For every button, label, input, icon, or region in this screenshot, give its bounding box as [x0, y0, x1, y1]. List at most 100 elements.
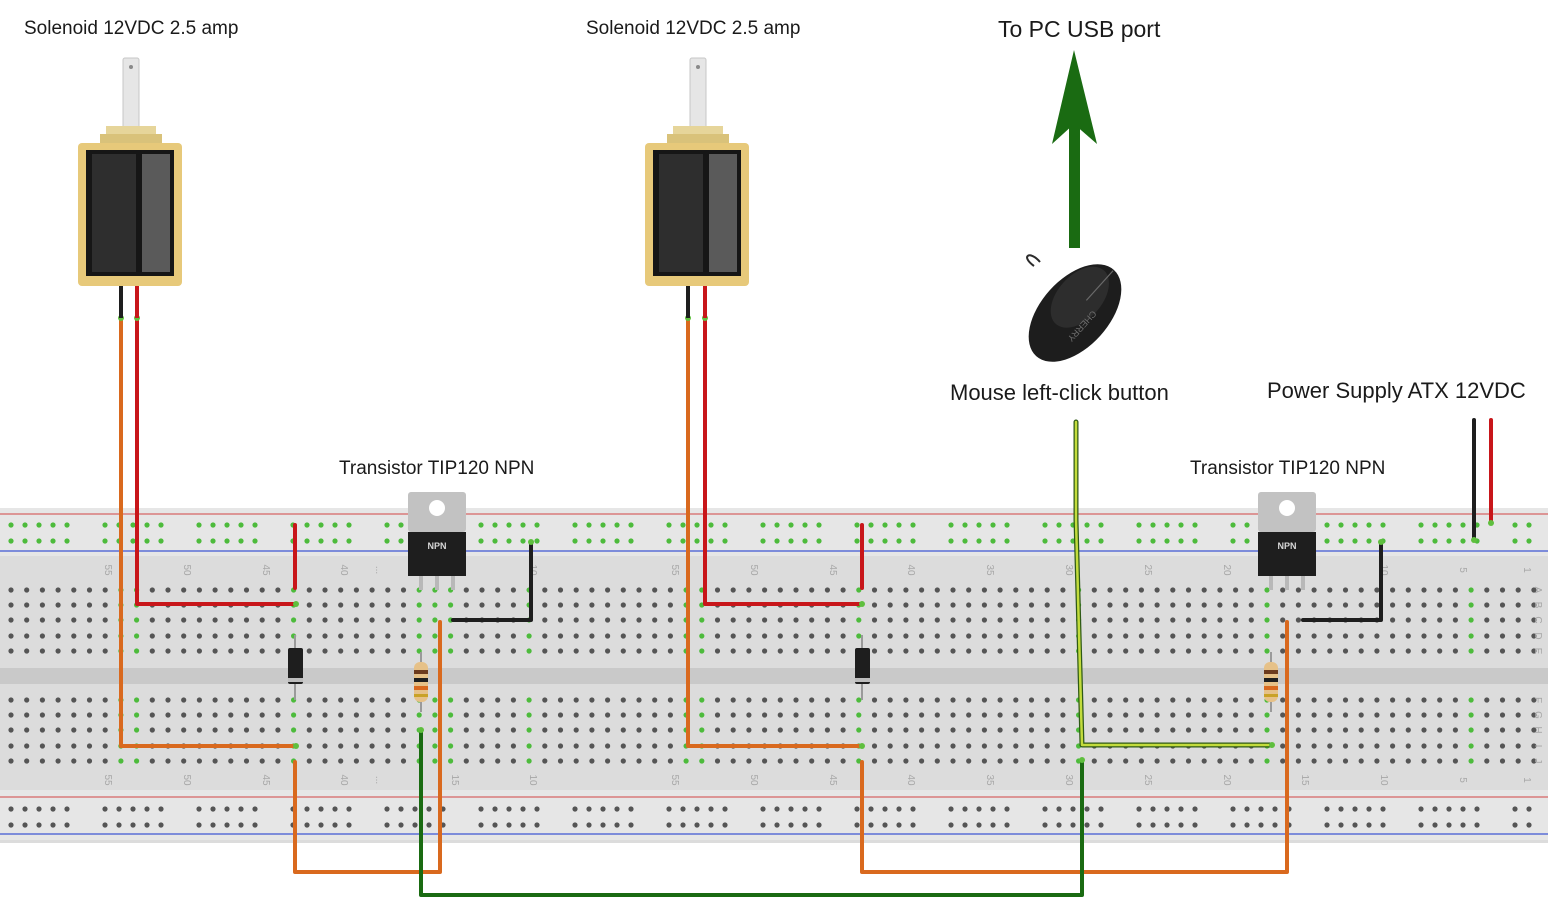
breadboard-hole	[1421, 602, 1427, 608]
breadboard-rail-hole	[332, 538, 338, 544]
breadboard-rail-hole	[238, 538, 244, 544]
breadboard-rail-hole	[1474, 822, 1480, 828]
breadboard-rail-hole	[586, 806, 592, 812]
breadboard-rail-hole	[816, 538, 822, 544]
breadboard-hole	[997, 633, 1003, 639]
breadboard-hole	[1217, 712, 1223, 718]
breadboard-rail-hole	[1098, 806, 1104, 812]
breadboard-hole	[1013, 697, 1019, 703]
breadboard-rail-hole	[1418, 806, 1424, 812]
breadboard-hole	[1437, 587, 1443, 593]
breadboard-hole	[275, 712, 281, 718]
breadboard-rail-hole	[1150, 538, 1156, 544]
breadboard-hole	[1138, 648, 1144, 654]
breadboard-hole	[385, 697, 391, 703]
breadboard-hole	[1484, 602, 1490, 608]
breadboard-hole	[934, 697, 940, 703]
breadboard-rail-hole	[666, 806, 672, 812]
breadboard-rail-hole	[520, 538, 526, 544]
breadboard-rail-hole	[760, 538, 766, 544]
breadboard-rail-hole	[144, 806, 150, 812]
breadboard-hole	[1342, 602, 1349, 608]
breadboard-hole	[479, 712, 485, 718]
breadboard-hole	[228, 648, 234, 654]
breadboard-hole	[1028, 758, 1035, 764]
breadboard-hole	[542, 758, 548, 764]
breadboard-rail-hole	[304, 522, 310, 528]
breadboard-rail-hole	[1136, 522, 1142, 528]
breadboard-hole	[1060, 633, 1066, 639]
breadboard-hole	[887, 712, 893, 718]
breadboard-hole	[306, 617, 312, 623]
breadboard-rail-hole	[990, 538, 996, 544]
usb-arrow-icon	[1052, 50, 1097, 248]
breadboard-rail-hole	[1070, 822, 1076, 828]
breadboard-hole	[793, 758, 799, 764]
breadboard-rail-hole	[1432, 522, 1438, 528]
solenoid-right-label: Solenoid 12VDC 2.5 amp	[586, 18, 801, 39]
breadboard-hole	[1452, 712, 1458, 718]
breadboard-hole	[400, 602, 407, 608]
breadboard-rail-hole	[1366, 522, 1372, 528]
breadboard-hole	[667, 633, 674, 639]
breadboard-rail-hole	[854, 522, 860, 528]
breadboard-hole	[1107, 633, 1113, 639]
solenoid-left-label: Solenoid 12VDC 2.5 amp	[24, 18, 239, 39]
breadboard-rail-hole	[1366, 822, 1372, 828]
breadboard-hole	[871, 633, 878, 639]
breadboard-hole	[1185, 712, 1192, 718]
breadboard-hole	[86, 758, 93, 764]
breadboard-hole	[903, 697, 909, 703]
breadboard-hole	[1421, 758, 1427, 764]
breadboard-hole	[1028, 743, 1035, 749]
breadboard-hole	[322, 617, 328, 623]
breadboard-row-letter: H	[1532, 726, 1543, 733]
diode-left	[288, 635, 303, 700]
breadboard-hole	[39, 633, 46, 639]
breadboard-hole	[1013, 712, 1019, 718]
breadboard-hole	[887, 743, 893, 749]
breadboard-rail-hole	[816, 806, 822, 812]
breadboard-hole	[1123, 602, 1129, 608]
breadboard-hole	[762, 587, 768, 593]
breadboard-rail-hole	[1324, 822, 1330, 828]
breadboard-hole	[165, 712, 171, 718]
breadboard-hole	[981, 617, 988, 623]
breadboard-hole	[1264, 648, 1270, 654]
breadboard-hole	[856, 587, 862, 593]
breadboard-hole	[919, 712, 925, 718]
breadboard-hole	[1280, 743, 1286, 749]
breadboard-rail-hole	[1244, 538, 1250, 544]
breadboard-hole	[1437, 617, 1443, 623]
breadboard-hole	[1280, 587, 1286, 593]
breadboard-hole	[71, 617, 77, 623]
breadboard-hole	[652, 633, 658, 639]
breadboard-hole	[196, 697, 202, 703]
breadboard-hole	[1342, 697, 1349, 703]
breadboard-hole	[1405, 697, 1411, 703]
breadboard-hole	[259, 648, 265, 654]
breadboard-hole	[1327, 648, 1333, 654]
breadboard-hole	[1358, 758, 1364, 764]
breadboard-rail-hole	[600, 822, 606, 828]
breadboard-hole	[1358, 587, 1364, 593]
breadboard-hole	[1028, 648, 1035, 654]
breadboard-hole	[432, 617, 438, 623]
breadboard-rail-hole	[318, 806, 324, 812]
breadboard-hole	[181, 648, 187, 654]
breadboard-hole	[1123, 697, 1129, 703]
breadboard-rail-hole	[412, 822, 418, 828]
breadboard-hole	[636, 587, 642, 593]
breadboard-rail-hole	[1380, 806, 1386, 812]
breadboard-hole	[714, 617, 721, 623]
breadboard-hole	[589, 587, 595, 593]
breadboard-hole	[149, 648, 155, 654]
breadboard-hole	[1342, 712, 1349, 718]
wire-black-right-emitter	[1301, 540, 1383, 622]
breadboard-hole	[981, 602, 988, 608]
breadboard-rail-hole	[478, 522, 484, 528]
breadboard-hole	[1452, 602, 1458, 608]
breadboard-hole	[1468, 743, 1474, 749]
breadboard-hole	[1295, 727, 1301, 733]
breadboard-rail-hole	[1164, 822, 1170, 828]
